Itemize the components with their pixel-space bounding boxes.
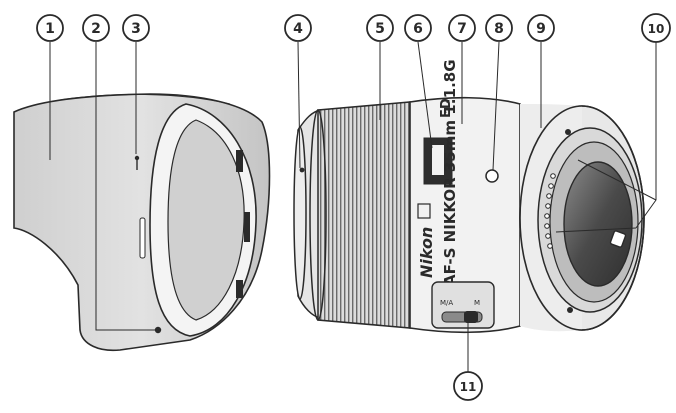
hood-bayonet-tab [236,280,243,298]
rear-lens-element [563,161,633,287]
callout-3: 3 [122,14,150,42]
callout-label: 6 [413,21,423,37]
callout-label: 3 [131,21,141,37]
callout-label: 8 [494,21,504,37]
focus-mode-switch[interactable]: M/A M [431,281,495,329]
callout-5: 5 [366,14,394,42]
callout-label: 1 [45,21,55,37]
lens-model-marking: AF-S NIKKOR 35mm 1:1.8G [441,59,459,286]
lens-body: ED AF-S NIKKOR 35mm 1:1.8G Nikon M/A M [293,59,645,334]
callout-label: 9 [536,21,546,37]
ce-marking [417,203,431,219]
cpu-contacts [544,173,556,249]
ed-badge: ED [439,98,454,118]
hood-inner-wall [167,119,245,321]
leader-lines [49,41,657,372]
callout-4: 4 [284,14,312,42]
callout-label: 4 [293,21,303,37]
focus-ring [317,101,411,329]
switch-label-m: M [474,299,480,307]
callout-label: 7 [457,21,467,37]
brand-logo: Nikon [417,227,436,278]
callout-6: 6 [404,14,432,42]
hood-mounting-index-lens [299,167,305,173]
hood-bayonet-tab [236,150,243,172]
lens-hood [13,93,271,352]
callout-9: 9 [527,14,555,42]
callout-label: 5 [375,21,385,37]
callout-8: 8 [485,14,513,42]
callout-2: 2 [82,14,110,42]
callout-1: 1 [36,14,64,42]
switch-label-ma: M/A [440,299,453,307]
callout-10: 10 [641,13,671,43]
hood-alignment-mark [154,326,162,334]
hood-slot [139,217,146,259]
callout-label: 2 [91,21,101,37]
callout-label: 11 [460,380,477,394]
callout-11: 11 [453,371,483,401]
callout-7: 7 [448,14,476,42]
mounting-mark [485,169,499,183]
hood-bayonet-tab [244,212,250,242]
callout-label: 10 [648,22,665,36]
